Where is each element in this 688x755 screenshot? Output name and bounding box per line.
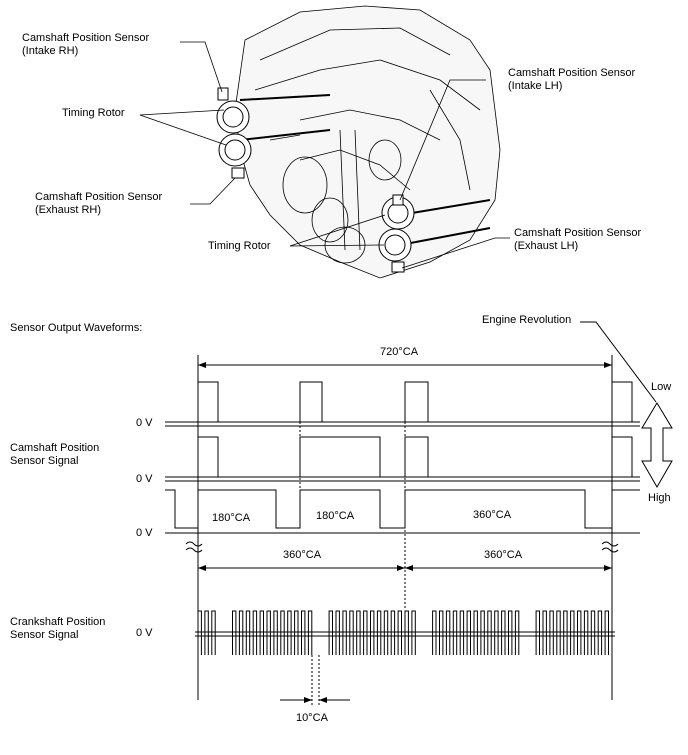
zero-v-row1: 0 V [136,417,153,429]
timing-rotor-lh-icon [378,194,415,273]
leader-lines [139,41,510,269]
cam-wave-row3 [165,489,640,529]
crank-pulse-train [197,610,609,655]
label-cam-intake-lh-line2: (Intake LH) [508,80,563,92]
label-cam-intake-rh-line2: (Intake RH) [22,45,79,57]
zero-v-row2: 0 V [136,473,153,485]
label-timing-rotor-top: Timing Rotor [62,107,125,119]
low-high-arrow [641,402,673,489]
label-cam-intake-rh-line1: Camshaft Position Sensor [22,32,150,44]
cam-signal-label: Camshaft Position Sensor Signal [10,442,99,468]
engine-revolution-label: Engine Revolution [482,314,572,326]
engine-revolution-leader [580,321,657,403]
engine-body [234,5,501,279]
low-label: Low [651,381,672,393]
zero-v-crank: 0 V [136,627,153,639]
label-cam-exhaust-rh: Camshaft Position Sensor (Exhaust RH) [35,191,162,217]
cam-wave-row2 [165,436,633,478]
label-cam-exhaust-rh-line1: Camshaft Position Sensor [35,191,163,203]
dim-10-label: 10°CA [296,712,328,724]
crank-signal-label-line2: Sensor Signal [10,629,79,641]
crank-pulses [197,610,609,655]
label-cam-intake-lh-line1: Camshaft Position Sensor [508,67,636,79]
label-cam-intake-lh: Camshaft Position Sensor (Intake LH) [508,67,635,93]
dim-720-label: 720°CA [380,346,419,358]
dimension-arrowheads [198,362,612,703]
label-cam-exhaust-lh: Camshaft Position Sensor (Exhaust LH) [514,227,641,253]
break-mark-left-2 [185,547,203,553]
crank-signal-label: Crankshaft Position Sensor Signal [10,616,105,642]
label-cam-exhaust-rh-line2: (Exhaust RH) [35,204,102,216]
dim-360-label-row3: 360°CA [473,509,512,521]
dim-360-label-left: 360°CA [283,549,322,561]
dim-360-label-right: 360°CA [484,549,523,561]
label-cam-intake-rh: Camshaft Position Sensor (Intake RH) [22,32,149,58]
dim-180-label-a: 180°CA [212,512,251,524]
label-timing-rotor-bottom: Timing Rotor [208,240,271,252]
zero-v-row3: 0 V [136,527,153,539]
break-mark-right-2 [601,547,619,553]
label-cam-exhaust-lh-line1: Camshaft Position Sensor [514,227,642,239]
cam-wave-row1 [165,381,633,423]
cam-signal-label-line1: Camshaft Position [10,442,100,454]
break-mark-right [601,541,619,547]
label-cam-exhaust-lh-line2: (Exhaust LH) [514,240,579,252]
crank-signal-label-line1: Crankshaft Position [10,616,106,628]
cam-signal-label-line2: Sensor Signal [10,455,79,467]
dim-180-label-b: 180°CA [316,510,355,522]
waveform-heading: Sensor Output Waveforms: [10,322,143,334]
timing-rotor-rh-icon [216,87,252,179]
break-mark-left [185,541,203,547]
high-label: High [648,492,671,504]
